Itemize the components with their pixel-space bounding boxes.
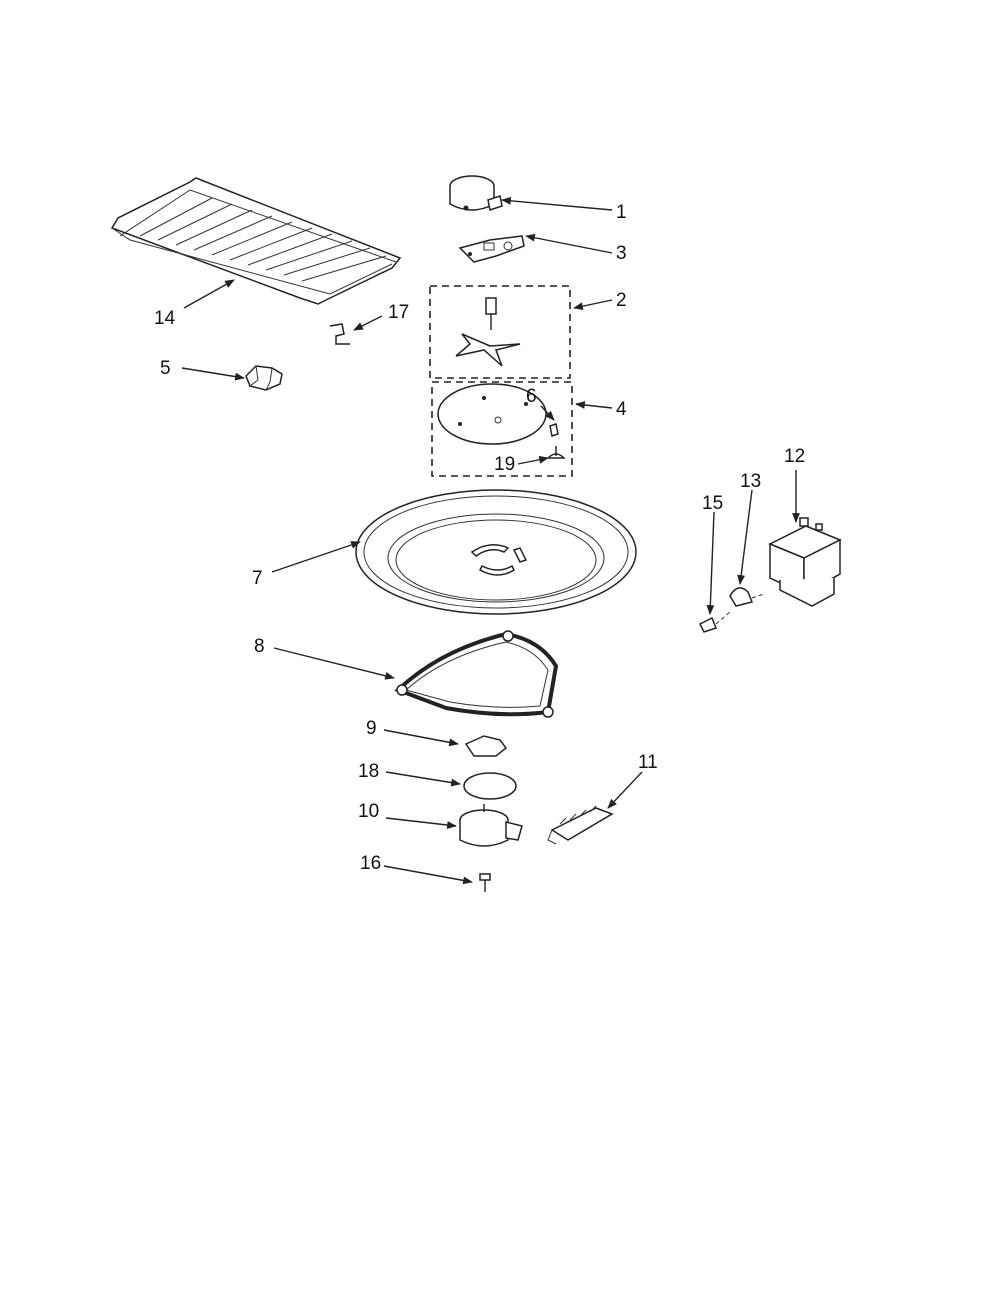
callout-8: 8 xyxy=(254,636,265,657)
callout-1: 1 xyxy=(616,202,627,223)
callout-11: 11 xyxy=(638,752,658,773)
part-14-wire-rack xyxy=(110,177,402,305)
callout-17: 17 xyxy=(388,302,409,323)
part-13-clip xyxy=(729,587,765,607)
leader-lines xyxy=(181,196,800,885)
part-15-screw xyxy=(698,611,731,633)
callout-19: 19 xyxy=(494,454,515,475)
part-18-disc xyxy=(463,772,517,800)
part-3-mounting-plate xyxy=(458,235,525,263)
part-8-roller-ring xyxy=(394,630,559,718)
callout-5: 5 xyxy=(160,358,171,379)
part-12-magnetron xyxy=(768,517,842,607)
callout-2: 2 xyxy=(616,290,627,311)
part-16-screw xyxy=(479,873,491,892)
part-10-turntable-motor xyxy=(459,804,523,847)
callout-14: 14 xyxy=(154,308,176,329)
part-9-coupler xyxy=(464,735,508,757)
callout-labels: 1 3 2 4 6 19 14 17 5 7 8 9 18 10 16 11 1… xyxy=(154,202,805,874)
part-1-motor xyxy=(449,175,503,211)
callout-3: 3 xyxy=(616,243,627,264)
callout-4: 4 xyxy=(616,399,627,420)
part-2-stirrer-assembly xyxy=(429,285,571,379)
part-11-terminal-bracket xyxy=(547,805,614,845)
callout-18: 18 xyxy=(358,761,379,782)
callout-16: 16 xyxy=(360,853,381,874)
callout-9: 9 xyxy=(366,718,377,739)
part-5-latch xyxy=(245,365,283,391)
callout-6: 6 xyxy=(526,386,537,407)
part-17-hook xyxy=(329,323,350,345)
callout-12: 12 xyxy=(784,446,805,467)
callout-13: 13 xyxy=(740,471,761,492)
callout-15: 15 xyxy=(702,493,723,514)
callout-10: 10 xyxy=(358,801,379,822)
part-4-cover-assembly xyxy=(431,381,573,477)
part-7-turntable-tray xyxy=(355,489,637,615)
callout-7: 7 xyxy=(252,568,263,589)
